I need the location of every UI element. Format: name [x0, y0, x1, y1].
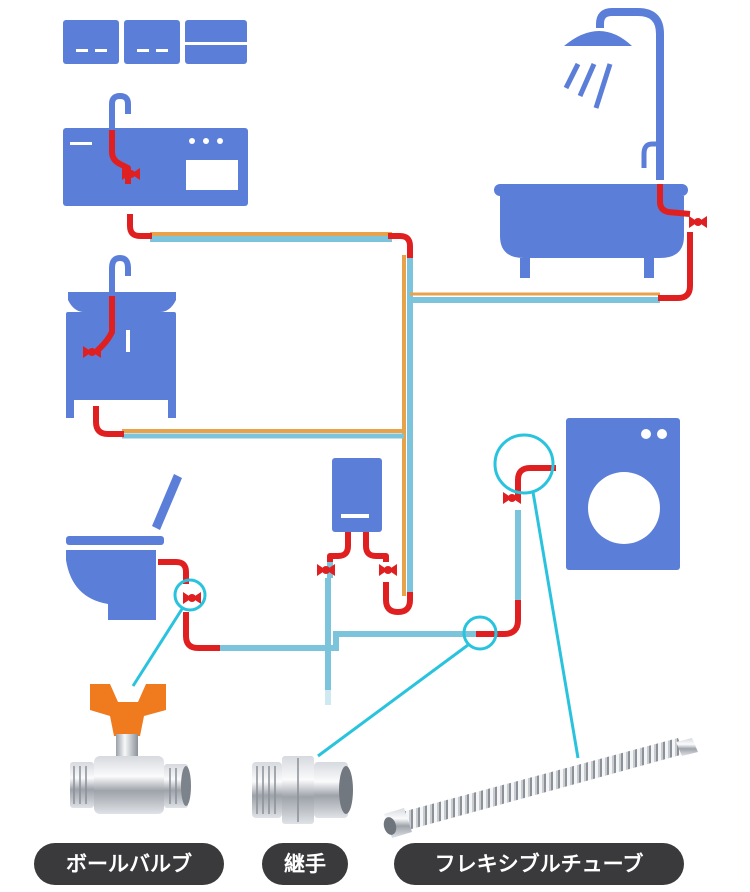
kitchen-sink-icon [63, 92, 248, 206]
washbasin-flex-connector [93, 296, 115, 355]
callouts [131, 433, 580, 759]
toilet-valve-icon [183, 592, 201, 604]
labels: ボールバルブ 継手 フレキシブルチューブ [34, 843, 684, 885]
ball-valve-label: ボールバルブ [34, 843, 224, 885]
fitting-label: 継手 [262, 843, 348, 885]
fitting-icon [252, 756, 353, 824]
valve-markers [83, 168, 707, 604]
toilet-cold-pipe [218, 631, 476, 651]
ball-valve-callout [173, 578, 207, 612]
kitchen-valve-icon [122, 168, 140, 180]
bathtub-supply-elbow [658, 232, 693, 301]
heater-left-connector [327, 532, 351, 562]
heater-right-connector [363, 532, 389, 562]
fitting-leader [317, 643, 469, 758]
kitchen-cabinet-icon [63, 20, 247, 64]
bathtub-shower-icon [494, 7, 688, 278]
ball-valve-icon [70, 684, 191, 814]
bathtub-flex-connector [657, 184, 691, 217]
fitting-callout [462, 615, 498, 651]
flexible-tube-label-text: フレキシブルチューブ [435, 852, 644, 876]
washer-tap-elbow [476, 600, 521, 637]
flexible-tube-callout [493, 433, 555, 495]
flexible-tube-icon [383, 738, 698, 838]
ball-valve-leader [131, 608, 184, 687]
washbasin-supply-elbow [93, 406, 124, 437]
washing-machine-icon [566, 418, 680, 570]
washer-flex-connector [515, 465, 556, 500]
heater-left-valve-icon [317, 564, 335, 576]
fitting-label-text: 継手 [284, 852, 326, 876]
flexible-tube-label: フレキシブルチューブ [394, 843, 684, 885]
ball-valve-label-text: ボールバルブ [66, 852, 192, 876]
washbasin-icon [66, 254, 176, 418]
heater-riser-elbow [383, 582, 413, 615]
toilet-supply-connector [158, 559, 189, 584]
washer-valve-icon [503, 492, 521, 504]
kitchen-riser-elbow [388, 233, 413, 258]
bathtub-valve-icon [689, 216, 707, 228]
heater-right-valve-icon [379, 564, 397, 576]
kitchen-supply-elbow [127, 214, 152, 239]
washbasin-valve-icon [83, 346, 101, 358]
toilet-icon [66, 474, 182, 620]
kitchen-flex-connector [109, 130, 131, 184]
toilet-bottom-elbow [183, 612, 220, 651]
connector-pipes [93, 130, 693, 651]
flexible-tube-leader [531, 491, 580, 759]
water-heater-icon [332, 458, 382, 532]
